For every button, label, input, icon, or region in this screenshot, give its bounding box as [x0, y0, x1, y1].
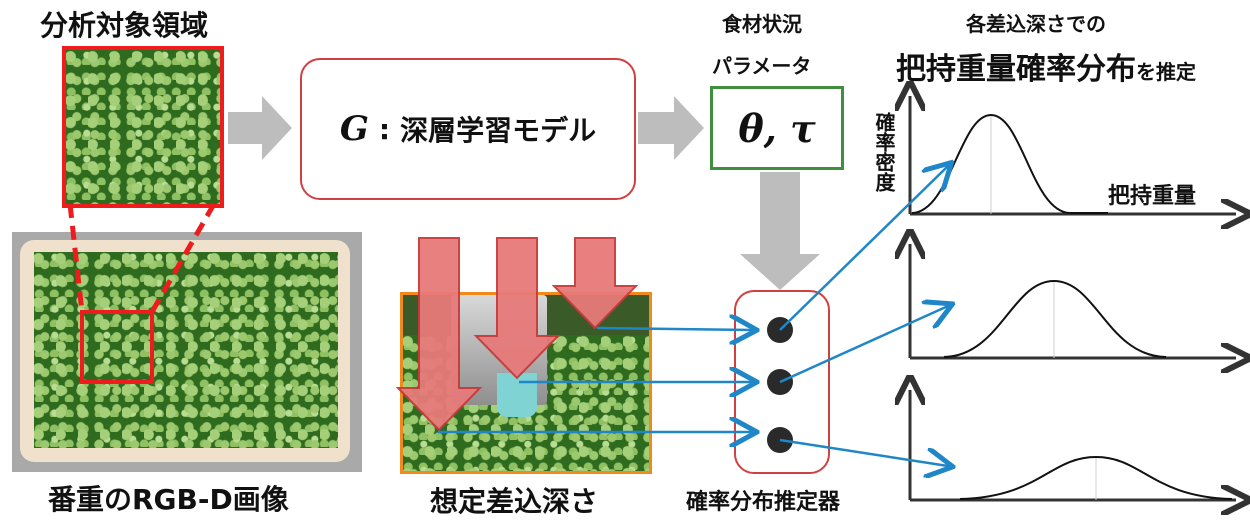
estimator-box	[734, 290, 830, 474]
params-title-line1: 食材状況	[722, 12, 802, 36]
source-image-label: 番重のRGB-D画像	[48, 483, 289, 516]
right-title-line2: 把持重量確率分布を推定	[896, 44, 1196, 88]
x-axis-label: 把持重量	[1108, 184, 1197, 209]
chart3-curve	[959, 455, 1233, 500]
region-crop-image	[62, 46, 224, 208]
y-axis-label: 確率密度	[872, 112, 896, 192]
model-text: 深層学習モデル	[400, 114, 597, 147]
distribution-chart-2	[910, 244, 1236, 358]
estimator-label: 確率分布推定器	[686, 490, 841, 515]
arrow-params-to-estimator	[740, 172, 820, 290]
arrow-crop-to-model	[228, 96, 292, 160]
tray-contents	[34, 252, 338, 448]
params-box: θ, τ	[710, 86, 844, 170]
model-label: G : 深層学習モデル	[302, 60, 634, 198]
right-title-small: を推定	[1136, 60, 1196, 84]
depth-photo	[400, 292, 652, 474]
right-title-bold: 把持重量確率分布	[896, 52, 1136, 87]
right-title-line1: 各差込深さでの	[966, 12, 1106, 36]
params-title-line2: パラメータ	[712, 54, 812, 78]
depths-label: 想定差込深さ	[430, 485, 599, 518]
distribution-chart-3	[910, 390, 1236, 500]
params-value: θ, τ	[738, 105, 816, 151]
region-title: 分析対象領域	[40, 9, 209, 42]
model-separator: :	[378, 112, 391, 146]
tray-photo	[12, 232, 362, 472]
model-symbol: G	[339, 109, 369, 149]
gripper-tip	[497, 373, 537, 417]
arrow-model-to-params	[638, 96, 704, 160]
model-box: G : 深層学習モデル	[300, 58, 636, 200]
chart2-curve	[943, 279, 1167, 358]
chart1-curve	[911, 113, 1108, 214]
